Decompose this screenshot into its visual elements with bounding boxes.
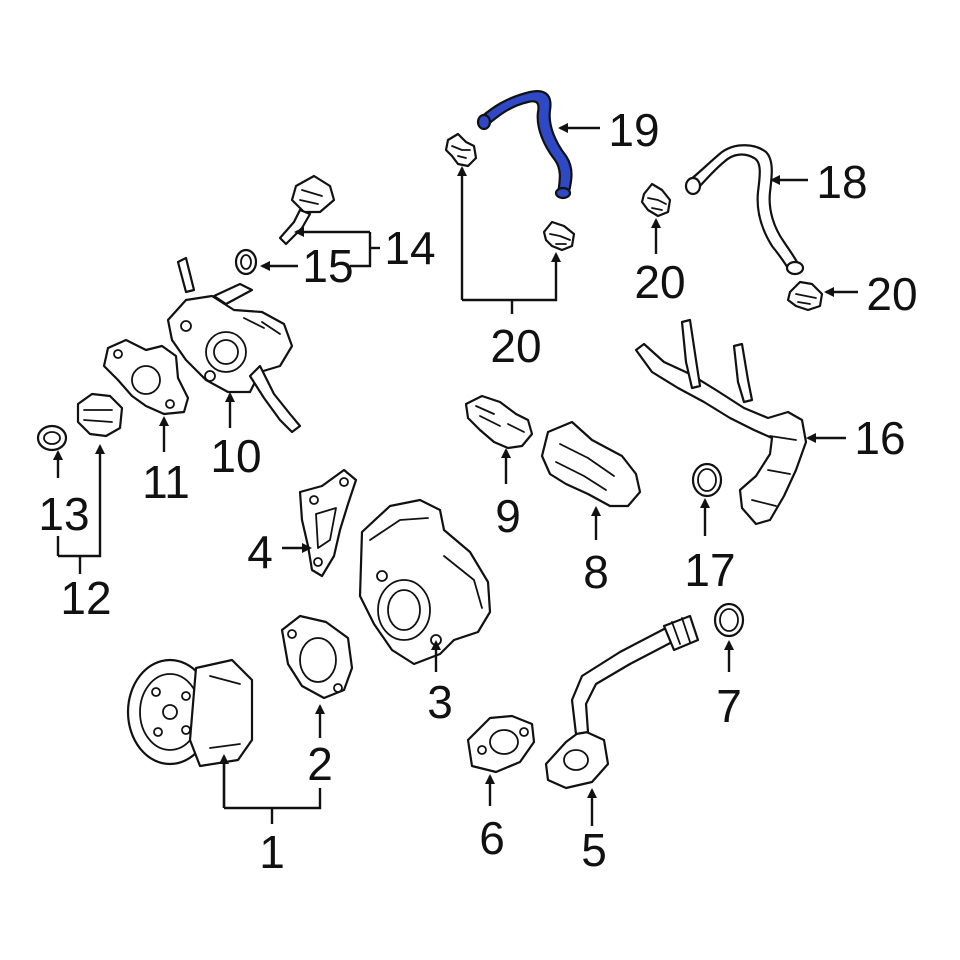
- part-5-water-pipe[interactable]: [544, 614, 700, 790]
- label-18: 18: [816, 156, 867, 208]
- part-20-clamp-upper-right[interactable]: [542, 220, 576, 252]
- label-2: 2: [307, 738, 333, 790]
- part-19-water-hose[interactable]: [476, 90, 573, 200]
- label-10: 10: [210, 430, 261, 482]
- part-16-bypass-pipe-assembly[interactable]: [634, 318, 808, 526]
- label-7: 7: [716, 680, 742, 732]
- label-1: 1: [259, 826, 285, 878]
- label-8: 8: [583, 546, 609, 598]
- part-12-thermostat[interactable]: [76, 392, 124, 438]
- leader-lines: [53, 123, 858, 826]
- label-13: 13: [38, 488, 89, 540]
- part-13-seal[interactable]: [36, 424, 68, 452]
- part-15-o-ring[interactable]: [234, 248, 258, 276]
- label-3: 3: [427, 676, 453, 728]
- part-17-o-ring[interactable]: [691, 462, 723, 498]
- label-4: 4: [247, 526, 273, 578]
- part-20-clamp-upper-left[interactable]: [444, 132, 478, 168]
- label-12: 12: [60, 572, 111, 624]
- part-4-bracket[interactable]: [298, 468, 358, 578]
- part-6-gasket[interactable]: [466, 714, 536, 774]
- label-6: 6: [479, 812, 505, 864]
- label-5: 5: [581, 824, 607, 876]
- part-11-gasket[interactable]: [102, 338, 190, 416]
- label-11: 11: [142, 456, 190, 508]
- part-8-water-pipe[interactable]: [540, 420, 642, 508]
- part-18-coolant-hose[interactable]: [684, 144, 805, 276]
- label-20-left: 20: [490, 320, 541, 372]
- label-9: 9: [495, 490, 521, 542]
- label-20-right: 20: [866, 268, 917, 320]
- callout-labels: 1 2 3 4 5 6 7 8 9 10 11 12 13 14 15 16 1…: [38, 104, 917, 878]
- part-10-water-outlet[interactable]: [166, 256, 302, 434]
- part-14-temperature-sensor[interactable]: [278, 174, 336, 246]
- part-2-gasket[interactable]: [280, 614, 354, 700]
- part-7-o-ring[interactable]: [713, 602, 745, 638]
- label-17: 17: [684, 544, 735, 596]
- part-1-water-pump[interactable]: [126, 658, 254, 768]
- label-15: 15: [302, 240, 353, 292]
- part-3-water-pump-housing[interactable]: [358, 498, 492, 666]
- part-9-sensor[interactable]: [464, 394, 534, 450]
- part-20-clamp-mid[interactable]: [640, 182, 672, 218]
- label-14: 14: [384, 222, 435, 274]
- label-19: 19: [608, 104, 659, 156]
- label-16: 16: [854, 412, 905, 464]
- label-20-middle: 20: [634, 256, 685, 308]
- part-20-clamp-right[interactable]: [786, 280, 824, 312]
